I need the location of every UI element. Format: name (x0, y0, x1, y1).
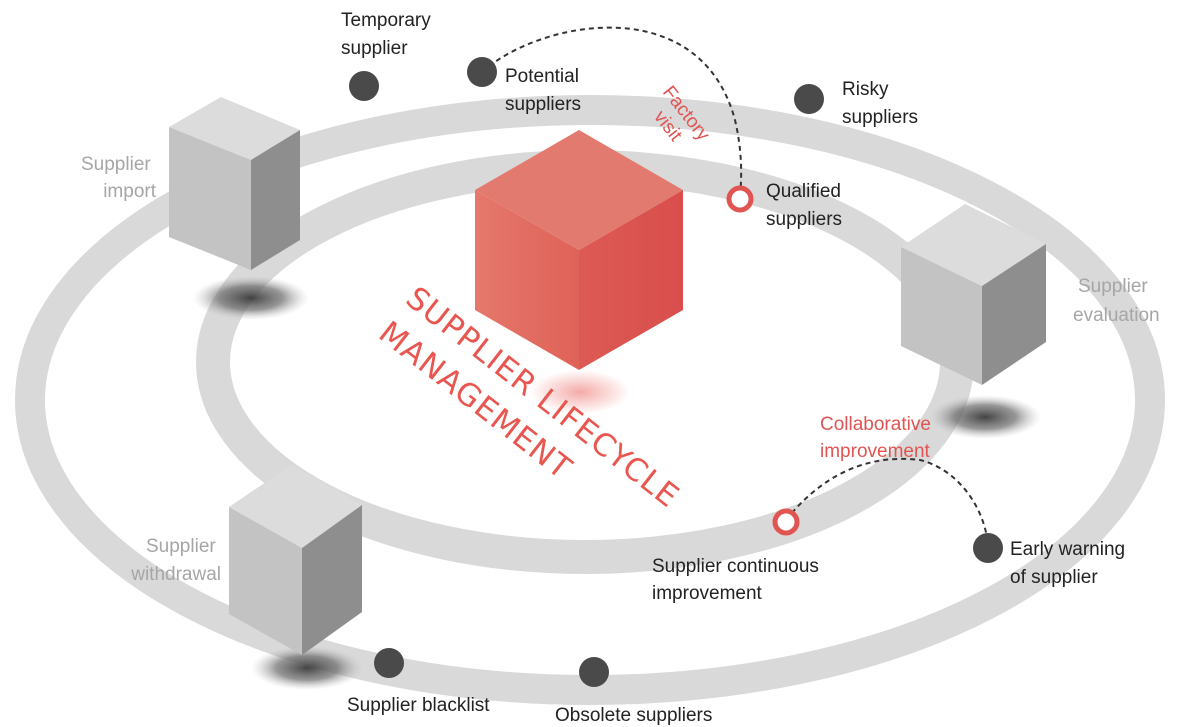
factory-visit-label: Factory visit (641, 82, 717, 163)
early-warning-label: Early warning of supplier (1010, 539, 1130, 588)
collaborative-improvement-label: Collaborative improvement (820, 414, 936, 462)
import-stage-label: Supplier import (81, 154, 157, 202)
early-warning-dot (973, 533, 1003, 563)
obsolete-suppliers-label: Obsolete suppliers (555, 705, 712, 726)
supplier-blacklist-label: Supplier blacklist (347, 695, 490, 716)
risky-suppliers-dot (794, 84, 824, 114)
evaluation-cube (901, 204, 1046, 385)
withdrawal-cube (229, 465, 362, 655)
risky-suppliers-label: Risky suppliers (842, 79, 918, 128)
factory-visit-arrow (481, 26, 743, 197)
qualified-suppliers-label: Qualified suppliers (766, 181, 846, 230)
potential-suppliers-dot (467, 57, 497, 87)
temporary-supplier-label: Temporary supplier (341, 10, 436, 59)
continuous-improvement-label: Supplier continuous improvement (652, 556, 824, 604)
supplier-blacklist-dot (374, 648, 404, 678)
import-cube (169, 97, 300, 270)
temporary-supplier-dot (349, 71, 379, 101)
title-glow (530, 370, 630, 414)
continuous-improvement-marker (772, 508, 800, 536)
qualified-suppliers-marker (726, 185, 754, 213)
withdrawal-cube-shadow (251, 646, 363, 690)
central-red-cube (475, 130, 683, 370)
outer-ring (15, 95, 1165, 705)
obsolete-suppliers-dot (579, 657, 609, 687)
evaluation-stage-label: Supplier evaluation (1073, 276, 1160, 326)
evaluation-cube-shadow (929, 395, 1041, 439)
potential-suppliers-label: Potential suppliers (505, 66, 584, 115)
import-cube-shadow (193, 276, 309, 320)
withdrawal-stage-label: Supplier withdrawal (130, 536, 221, 585)
collaborative-improvement-arrow (785, 457, 989, 546)
